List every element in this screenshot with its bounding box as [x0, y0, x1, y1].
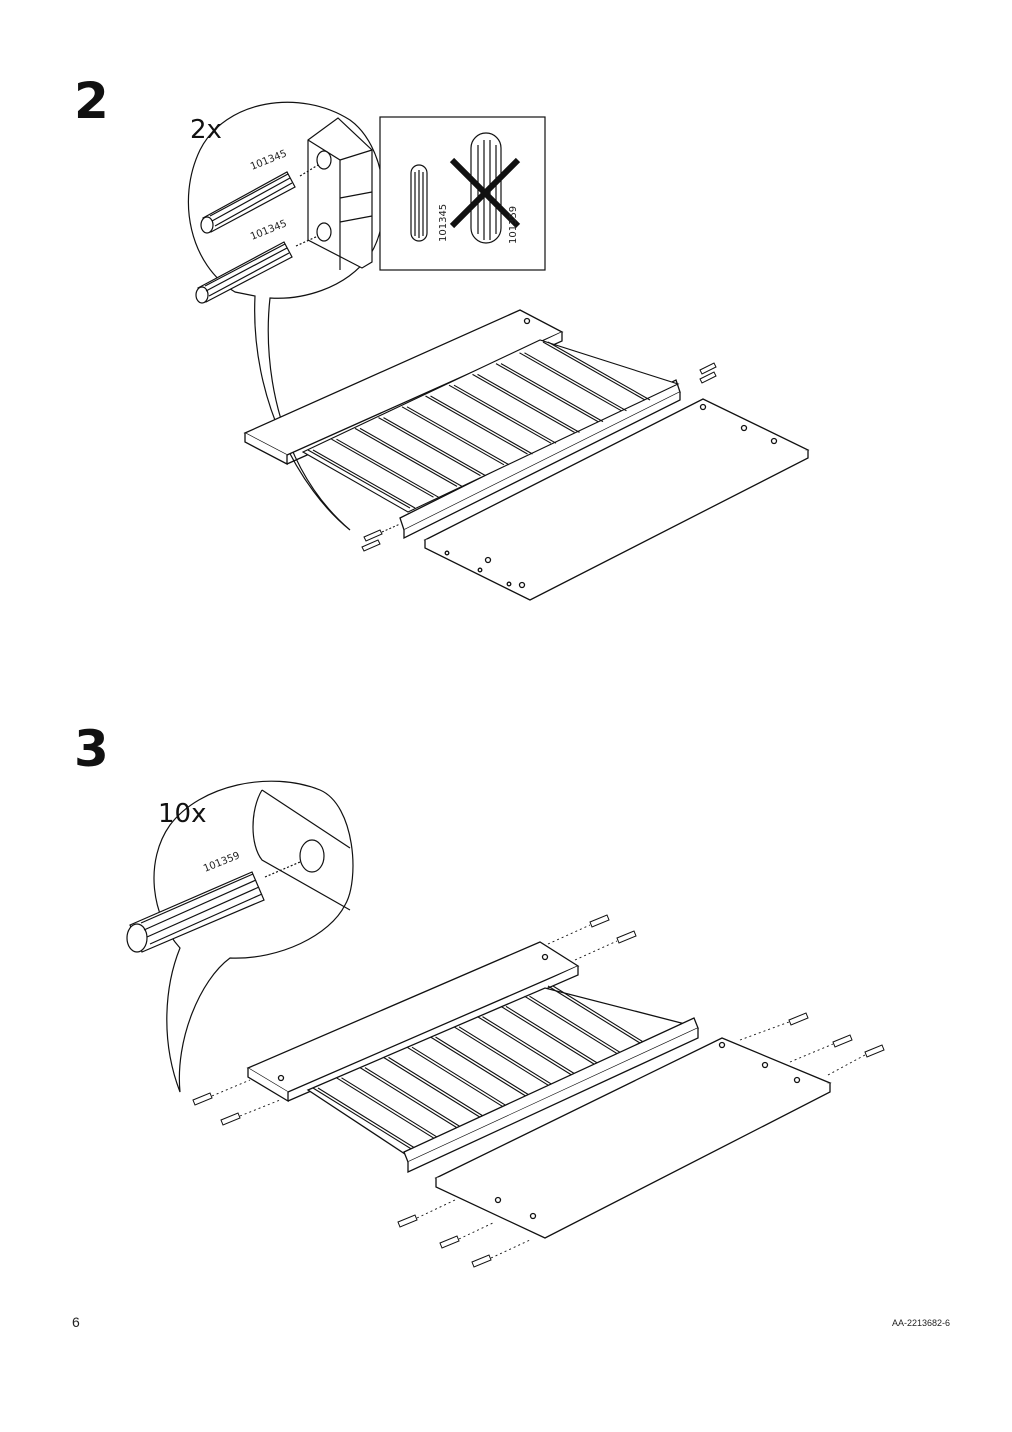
slat-line	[430, 395, 533, 455]
slat-line	[359, 427, 463, 487]
slat-line	[364, 1067, 466, 1131]
quantity-label: 10x	[158, 799, 206, 829]
step2-callout	[187, 101, 385, 531]
slat-line	[505, 1005, 607, 1069]
quantity-label: 2x	[190, 115, 222, 145]
slat-line	[482, 1016, 583, 1080]
correct-dowel-icon	[410, 164, 428, 242]
slat-line	[430, 1036, 531, 1100]
slat-line	[312, 1087, 414, 1151]
wrong-part-id: 101359	[508, 206, 519, 244]
slat-line	[383, 417, 486, 477]
slat-line	[406, 406, 510, 466]
slat-line	[435, 1036, 536, 1100]
slat-line	[336, 1077, 437, 1141]
dowel-comparison-box: 101345 101359	[379, 116, 546, 271]
slat-line	[448, 384, 552, 444]
slat-line	[359, 1067, 461, 1131]
step3-callout	[126, 780, 354, 1093]
slat-line	[458, 1026, 560, 1090]
step2-slatted-frame	[243, 309, 810, 601]
slat-line	[453, 384, 557, 444]
slat-line	[500, 363, 604, 423]
slat-line	[477, 373, 580, 433]
slat-line	[354, 427, 458, 487]
page-number: 6	[72, 1314, 80, 1330]
slat-line	[378, 417, 481, 477]
slat-line	[547, 341, 651, 401]
slat-line	[453, 1026, 555, 1090]
slat-line	[529, 995, 630, 1059]
slat-line	[388, 1056, 489, 1120]
slat-line	[312, 449, 416, 509]
slat-line	[519, 352, 622, 412]
slat-line	[547, 985, 649, 1049]
dowel-101359-icon	[126, 871, 265, 953]
slat-line	[477, 1016, 578, 1080]
slat-line	[406, 1046, 508, 1110]
slat-line	[341, 1077, 442, 1141]
step-number: 3	[74, 720, 109, 778]
cross-out-icon	[449, 157, 521, 229]
step3-slatted-frame	[192, 914, 885, 1268]
slat-line	[383, 1056, 484, 1120]
dowel-101345-icon	[200, 164, 319, 234]
slat-line	[317, 1087, 419, 1151]
dowel-101345-icon	[195, 235, 319, 304]
slat-line	[500, 1005, 602, 1069]
slat-line	[401, 406, 505, 466]
correct-part-id: 101345	[438, 204, 449, 242]
slat-line	[552, 985, 654, 1049]
slat-line	[307, 449, 411, 509]
slat-line	[472, 373, 575, 433]
slat-line	[495, 363, 599, 423]
slat-line	[411, 1046, 513, 1110]
slat-line	[524, 352, 627, 412]
slat-line	[336, 438, 439, 498]
slat-line	[542, 341, 646, 401]
slat-line	[425, 395, 528, 455]
document-code: AA-2213682-6	[891, 1318, 950, 1328]
slat-line	[331, 438, 434, 498]
step-number: 2	[74, 72, 109, 130]
slat-line	[524, 995, 625, 1059]
